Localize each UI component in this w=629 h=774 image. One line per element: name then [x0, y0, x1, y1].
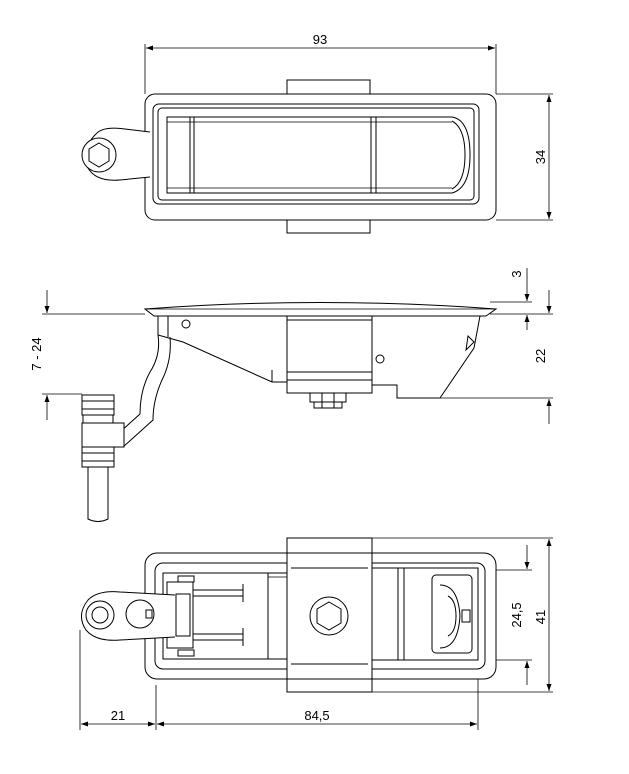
side-view: 3 22 7 - 24: [29, 268, 553, 522]
bottom-ear-hole: [91, 606, 109, 624]
clamp-nut-top: [81, 394, 115, 416]
dim-24-5-label: 24,5: [509, 602, 524, 627]
dim-34-label: 34: [533, 150, 548, 164]
bottom-tab: [286, 218, 371, 234]
lock-nut: [309, 392, 347, 403]
clamp-nut-bottom: [81, 446, 115, 468]
dim-84-5-label: 84,5: [304, 708, 329, 723]
dim-22-label: 22: [533, 349, 548, 363]
bottom-bolt-hex: [316, 601, 342, 631]
recess-outline: [152, 103, 480, 205]
clamp-arm: [119, 334, 160, 433]
clamp-block: [81, 422, 125, 448]
bottom-view: 41 24,5 21 84,5: [79, 537, 553, 730]
top-tab: [286, 79, 371, 95]
handle-outline: [166, 116, 471, 194]
latch-pin: [461, 609, 471, 623]
latch-housing: [371, 567, 479, 661]
dim-93-label: 93: [313, 32, 327, 47]
clamp-bolt-shaft: [87, 466, 109, 522]
dim-3-label: 3: [509, 270, 524, 277]
body-profile-left: [157, 316, 287, 383]
top-view: 93 34: [81, 32, 553, 234]
dim-7-24-label: 7 - 24: [29, 337, 44, 370]
body-profile-right: [371, 315, 481, 399]
pivot-hole: [181, 319, 191, 329]
lock-block: [286, 315, 373, 394]
bottom-ear-pivot: [125, 599, 155, 629]
dim-41-label: 41: [533, 610, 548, 624]
ear-bolt-hex: [88, 142, 110, 168]
spring-hole: [375, 354, 385, 364]
dim-21-label: 21: [111, 708, 125, 723]
